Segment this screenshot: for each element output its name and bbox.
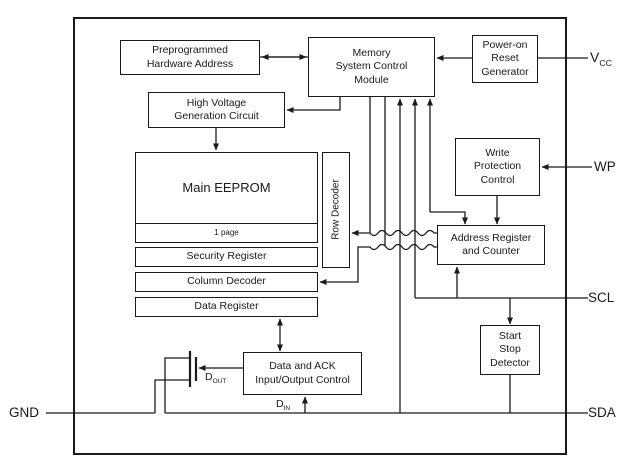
dout-sub: OUT [212, 378, 227, 386]
block-start-stop-detector: Start Stop Detector [480, 325, 540, 375]
pin-label-wp: WP [594, 159, 616, 174]
strip-label: 1 page [214, 228, 239, 237]
block-data-and-ack-io-control: Data and ACK Input/Output Control [243, 352, 362, 395]
block-label: High Voltage Generation Circuit [174, 96, 259, 122]
block-preprogrammed-hardware-address: Preprogrammed Hardware Address [120, 40, 260, 75]
signal-label-din: DIN [276, 398, 290, 412]
block-write-protection-control: Write Protection Control [455, 138, 540, 196]
pin-label-sda: SDA [588, 405, 616, 420]
block-address-register-and-counter: Address Register and Counter [437, 225, 545, 265]
block-column-decoder: Column Decoder [135, 272, 318, 292]
block-label: Memory System Control Module [335, 47, 408, 86]
block-row-decoder: Row Decoder [322, 152, 350, 268]
block-label: Row Decoder [330, 179, 341, 240]
block-label: Data and ACK Input/Output Control [255, 360, 350, 386]
block-label: Start Stop Detector [490, 330, 530, 369]
block-high-voltage-generation-circuit: High Voltage Generation Circuit [148, 92, 285, 128]
pin-label-vcc: VCC [590, 49, 612, 68]
signal-label-dout: DOUT [205, 371, 226, 385]
din-base: D [276, 398, 284, 410]
pin-label-gnd: GND [9, 405, 39, 420]
dout-base: D [205, 371, 213, 383]
block-power-on-reset-generator: Power-on Reset Generator [472, 35, 538, 83]
pin-label-scl: SCL [588, 290, 615, 305]
one-page-strip: 1 page [136, 223, 317, 242]
block-label: Main EEPROM [182, 180, 271, 196]
block-data-register: Data Register [135, 297, 318, 317]
block-security-register: Security Register [135, 247, 318, 267]
block-label: Preprogrammed Hardware Address [146, 44, 234, 70]
pin-vcc-sub: CC [599, 57, 612, 68]
pin-vcc-base: V [590, 49, 600, 65]
block-label: Data Register [194, 300, 259, 313]
block-label: Power-on Reset Generator [481, 39, 529, 78]
block-label: Column Decoder [187, 275, 266, 288]
din-sub: IN [283, 405, 291, 413]
block-label: Security Register [186, 250, 267, 263]
block-label: Write Protection Control [473, 147, 522, 186]
block-label: Address Register and Counter [450, 231, 532, 257]
block-memory-system-control-module: Memory System Control Module [308, 37, 435, 97]
block-main-eeprom: Main EEPROM 1 page [135, 152, 318, 243]
